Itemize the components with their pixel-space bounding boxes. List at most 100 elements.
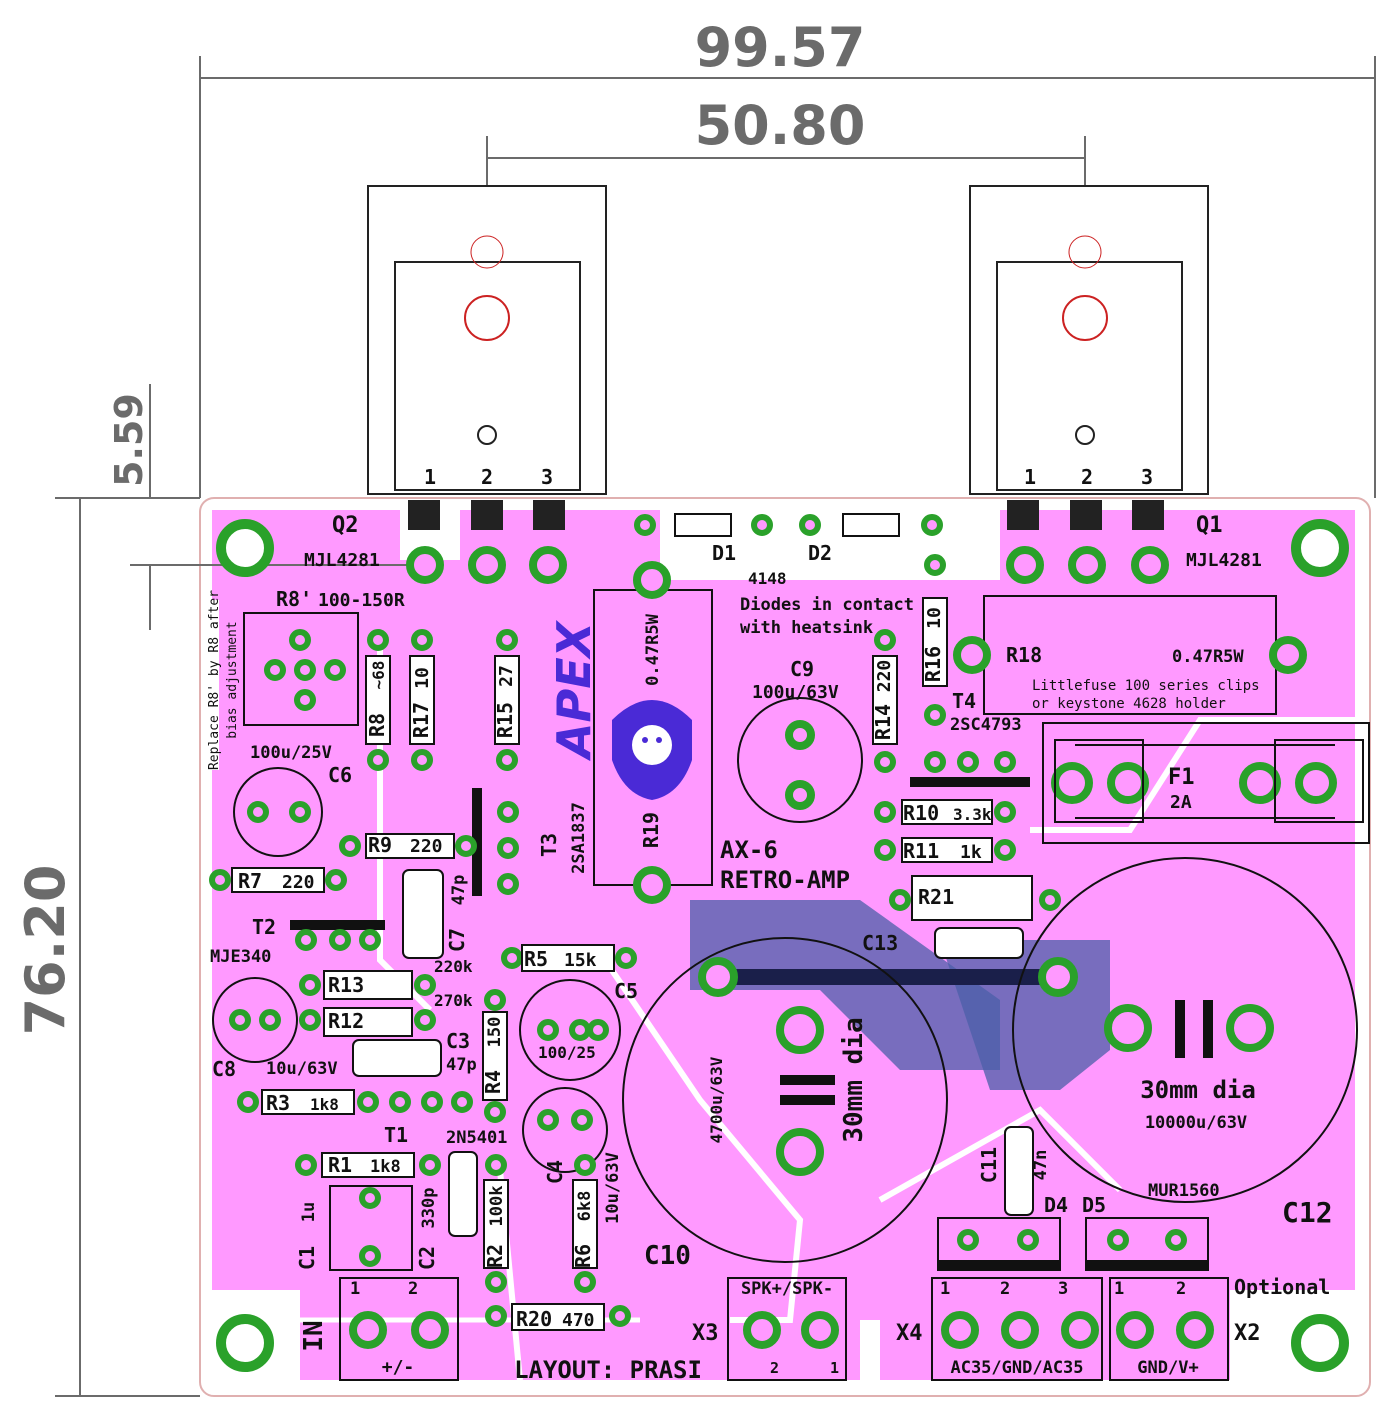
dim-height: 76.20 (14, 865, 77, 1036)
c12-ref: C12 (1282, 1196, 1333, 1229)
f1-value: 2A (1170, 792, 1192, 813)
c1-ref: C1 (295, 1246, 319, 1270)
fuse-note-2: or keystone 4628 holder (1032, 696, 1226, 712)
x2-label: GND/V+ (1137, 1358, 1198, 1378)
r1-ref: R1 (328, 1153, 352, 1177)
r15-ref: R15 (493, 702, 517, 738)
r8p-ref: R8' (276, 587, 312, 611)
q1-pin1: 1 (1024, 465, 1036, 489)
in-pin-2: 2 (408, 1279, 418, 1299)
dim-offset: 5.59 (107, 393, 151, 487)
c6-value: 100u/25V (250, 743, 332, 763)
r20-value: 470 (562, 1310, 595, 1331)
c10-dia: 30mm dia (839, 1017, 869, 1142)
x4-pin-2: 2 (1000, 1279, 1010, 1299)
r12-ref: R12 (328, 1009, 364, 1033)
r4-value: 150 (485, 1017, 505, 1048)
apex-logo-text: APEX (547, 619, 601, 761)
r21-ref: R21 (918, 885, 954, 909)
dim-width-total: 99.57 (695, 16, 866, 79)
d45-value: MUR1560 (1148, 1181, 1220, 1201)
c5-ref: C5 (614, 979, 638, 1003)
r13-ref: R13 (328, 973, 364, 997)
q2-pin2: 2 (481, 465, 493, 489)
c9-value: 100u/63V (752, 682, 839, 703)
t1-ref: T1 (384, 1123, 408, 1147)
pads (349, 546, 1337, 1349)
r7-value: 220 (282, 872, 315, 893)
c12-value: 10000u/63V (1145, 1113, 1247, 1133)
r3-ref: R3 (266, 1091, 290, 1115)
r9-ref: R9 (368, 833, 392, 857)
c7-value: 47p (449, 875, 469, 906)
r20-ref: R20 (516, 1307, 552, 1331)
r2-value: 100k (487, 1186, 507, 1227)
mounting-holes (216, 519, 1349, 1372)
r8p-value: 100-150R (318, 590, 405, 611)
c6-ref: C6 (328, 763, 352, 787)
t3-ref: T3 (537, 833, 561, 857)
x3-pin-2: 2 (770, 1359, 779, 1377)
r18-ref: R18 (1006, 643, 1042, 667)
c4-ref: C4 (543, 1160, 567, 1184)
r14-value: 220 (874, 660, 895, 693)
r11-value: 1k (960, 842, 982, 863)
r3-value: 1k8 (310, 1095, 339, 1114)
bias-note-1: Replace R8' by R8 after (207, 590, 222, 770)
q1-value: MJL4281 (1186, 550, 1262, 571)
x2-pin-2: 2 (1176, 1279, 1186, 1299)
c11-value: 47n (1031, 1150, 1051, 1181)
r19-value: 0.47R5W (643, 613, 663, 685)
r12-value: 270k (434, 991, 473, 1010)
t4-value: 2SC4793 (950, 715, 1022, 735)
x3-pin-1: 1 (830, 1359, 839, 1377)
r1-value: 1k8 (370, 1157, 401, 1177)
r18-value: 0.47R5W (1172, 647, 1244, 667)
title-1: AX-6 (720, 836, 778, 864)
c11-ref: C11 (977, 1147, 1001, 1183)
title-2: RETRO-AMP (720, 866, 850, 894)
c3-value: 47p (446, 1055, 477, 1075)
r9-value: 220 (410, 836, 443, 857)
x2-pin-1: 1 (1114, 1279, 1124, 1299)
x2-ref: X2 (1234, 1321, 1261, 1346)
q1-pin2: 2 (1081, 465, 1093, 489)
x4-pin-1: 1 (940, 1279, 950, 1299)
apex-logo: APEX (547, 619, 692, 800)
d2-ref: D2 (808, 541, 832, 565)
d5-ref: D5 (1082, 1193, 1106, 1217)
x3-ref: X3 (692, 1321, 719, 1346)
c10-value: 4700u/63V (707, 1056, 726, 1143)
c13-ref: C13 (862, 931, 898, 955)
q2-pin1: 1 (424, 465, 436, 489)
r11-ref: R11 (903, 839, 939, 863)
x4-pin-3: 3 (1058, 1279, 1068, 1299)
resistor-bodies (231, 513, 1034, 1331)
d4-ref: D4 (1044, 1193, 1068, 1217)
q1-package (969, 185, 1209, 530)
q2-value: MJL4281 (304, 550, 380, 571)
r10-ref: R10 (903, 801, 939, 825)
t4-ref: T4 (952, 689, 976, 713)
c12-dia: 30mm dia (1140, 1076, 1256, 1104)
dim-spacing: 50.80 (695, 94, 866, 157)
c4-value: 10u/63V (603, 1152, 623, 1224)
optional-label: Optional (1234, 1275, 1330, 1299)
r2-ref: R2 (483, 1244, 507, 1268)
t2-value: MJE340 (210, 947, 271, 967)
t1-value: 2N5401 (446, 1128, 507, 1148)
diode-note-1: Diodes in contact (740, 595, 914, 615)
r16-value: 10 (924, 607, 945, 629)
r16-ref: R16 (921, 646, 945, 682)
d1-ref: D1 (712, 541, 736, 565)
r17-value: 10 (412, 667, 433, 689)
c1-value: 1u (299, 1202, 319, 1222)
c2-ref: C2 (415, 1246, 439, 1270)
x3-label: SPK+/SPK- (741, 1279, 833, 1299)
in-pin-1: 1 (350, 1279, 360, 1299)
r6-ref: R6 (571, 1244, 595, 1268)
c8-ref: C8 (212, 1057, 236, 1081)
r7-ref: R7 (238, 869, 262, 893)
r15-value: 27 (496, 665, 517, 687)
